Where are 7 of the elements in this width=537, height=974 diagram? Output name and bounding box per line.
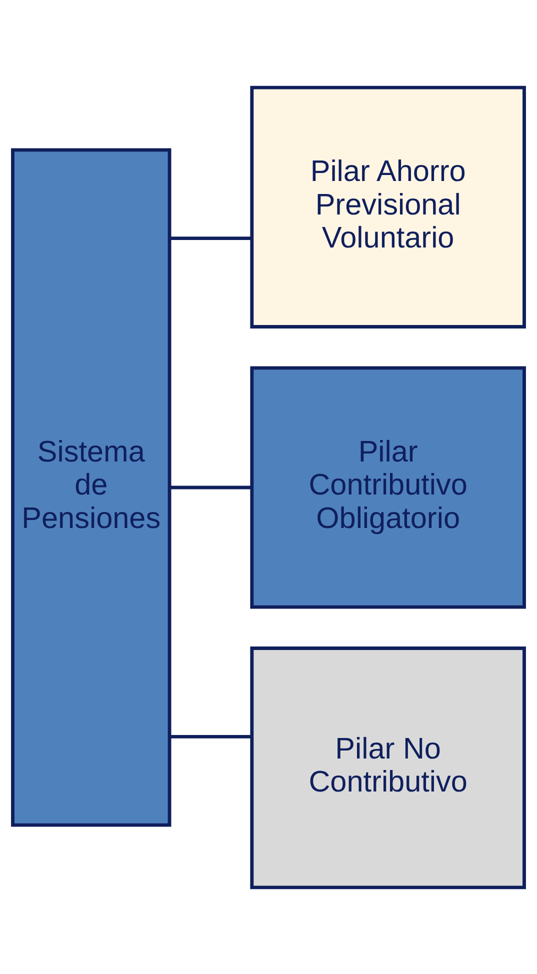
node-box: Pilar Contributivo Obligatorio bbox=[250, 366, 526, 608]
connector bbox=[170, 485, 252, 489]
node-box: Sistema de Pensiones bbox=[11, 148, 172, 826]
connector bbox=[170, 734, 252, 738]
node-box: Pilar No Contributivo bbox=[250, 646, 526, 889]
node-box: Pilar Ahorro Previsional Voluntario bbox=[250, 85, 526, 328]
connector bbox=[170, 236, 252, 240]
